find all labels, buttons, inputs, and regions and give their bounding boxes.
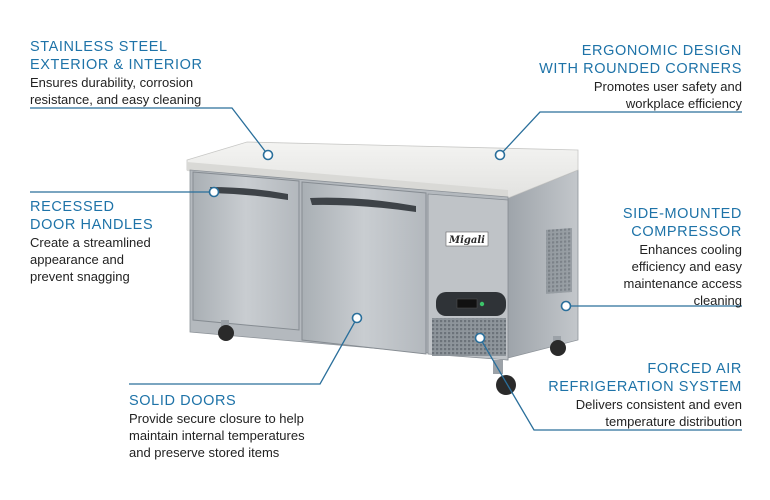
leader-doors xyxy=(129,317,358,385)
callout-recessed-handles: RECESSED DOOR HANDLES Create a streamlin… xyxy=(30,198,153,285)
dot-handles xyxy=(208,186,220,198)
brand-badge xyxy=(445,231,489,247)
callout-description: Provide secure closure to help xyxy=(129,411,304,426)
callout-description: Promotes user safety and xyxy=(593,79,742,94)
callout-forced-air-refrigeration: FORCED AIR REFRIGERATION SYSTEM Delivers… xyxy=(548,360,742,430)
callout-title: FORCED AIR xyxy=(647,361,742,377)
right-door xyxy=(301,181,427,355)
callout-ergonomic-design: ERGONOMIC DESIGN WITH ROUNDED CORNERS Pr… xyxy=(539,42,742,112)
callout-stainless-steel: STAINLESS STEEL EXTERIOR & INTERIOR Ensu… xyxy=(30,38,203,108)
callout-description: maintain internal temperatures xyxy=(129,428,305,443)
callout-description: resistance, and easy cleaning xyxy=(30,92,202,107)
cabinet-side-panel xyxy=(507,169,579,359)
callout-title: DOOR HANDLES xyxy=(30,217,154,233)
callout-description: temperature distribution xyxy=(605,414,742,429)
callout-side-mounted-compressor: SIDE-MOUNTED COMPRESSOR Enhances cooling… xyxy=(623,205,742,309)
callout-title: WITH ROUNDED CORNERS xyxy=(539,61,742,77)
dot-ergonomic xyxy=(494,149,506,161)
left-door xyxy=(192,171,300,331)
callout-title: SOLID DOORS xyxy=(129,393,237,409)
callout-title: ERGONOMIC DESIGN xyxy=(581,43,742,59)
callout-description: maintenance access xyxy=(623,276,742,291)
callout-title: COMPRESSOR xyxy=(631,224,742,240)
callout-description: Enhances cooling xyxy=(639,242,742,257)
callout-title: RECESSED xyxy=(30,199,115,215)
callout-description: efficiency and easy xyxy=(631,259,742,274)
brand-badge-text: Migali xyxy=(448,235,485,246)
caster-wheels xyxy=(218,320,566,395)
compressor-section: Migali xyxy=(427,193,509,361)
callout-description: cleaning xyxy=(693,293,742,308)
leader-ergonomic xyxy=(499,111,742,156)
callout-title: REFRIGERATION SYSTEM xyxy=(548,379,742,395)
callout-description: Delivers consistent and even xyxy=(575,397,742,412)
callout-description: Ensures durability, corrosion xyxy=(30,75,194,90)
dot-compressor xyxy=(560,300,572,312)
callout-description: and preserve stored items xyxy=(129,445,280,460)
callout-description: appearance and xyxy=(30,252,124,267)
leader-refrigeration xyxy=(479,337,742,431)
dot-stainless xyxy=(262,149,274,161)
callout-title: STAINLESS STEEL xyxy=(30,39,168,55)
callout-description: Create a streamlined xyxy=(30,235,151,250)
front-vent-grille xyxy=(432,318,506,356)
callout-title: EXTERIOR & INTERIOR xyxy=(30,57,203,73)
leader-stainless xyxy=(30,107,269,156)
dot-doors xyxy=(351,312,363,324)
callout-solid-doors: SOLID DOORS Provide secure closure to he… xyxy=(129,392,305,461)
callout-title: SIDE-MOUNTED xyxy=(622,206,742,222)
countertop xyxy=(186,141,579,199)
callout-description: prevent snagging xyxy=(30,269,130,284)
callout-description: workplace efficiency xyxy=(625,96,742,111)
dot-refrigeration xyxy=(474,332,486,344)
